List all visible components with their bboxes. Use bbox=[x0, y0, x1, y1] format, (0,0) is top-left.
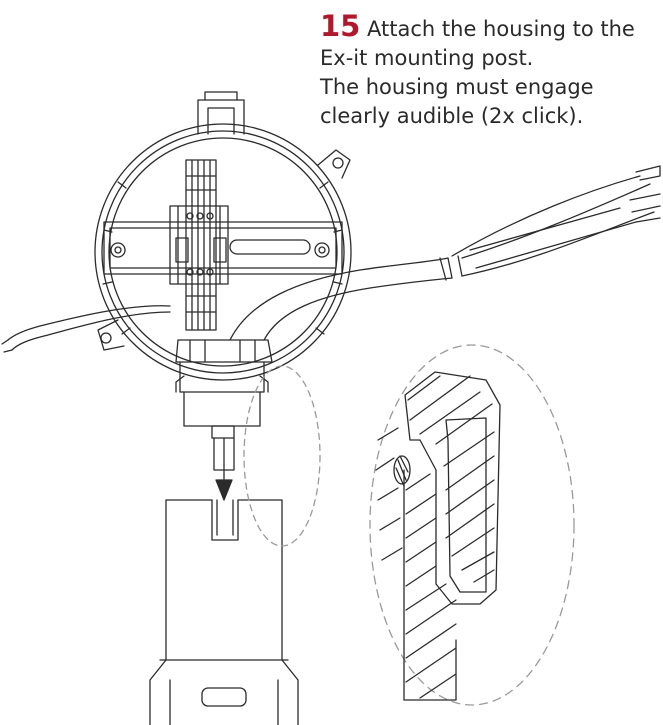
mounting-post bbox=[150, 500, 298, 725]
left-wires bbox=[2, 306, 170, 352]
sensor-cable bbox=[230, 166, 660, 340]
instruction-line-3: The housing must engage bbox=[320, 75, 594, 99]
step-text-1: Attach the housing to the bbox=[367, 17, 635, 41]
terminal-block bbox=[170, 160, 228, 330]
instruction-line-4: clearly audible (2x click). bbox=[320, 104, 584, 128]
detail-callout-small bbox=[244, 366, 320, 546]
instruction-line-1: 15 Attach the housing to the bbox=[320, 12, 660, 44]
down-arrow bbox=[214, 438, 234, 500]
detail-callout-large bbox=[370, 345, 574, 705]
enclosure-housing bbox=[95, 92, 351, 380]
step-instruction: 15 Attach the housing to the Ex-it mount… bbox=[320, 12, 660, 131]
instruction-line-2: Ex-it mounting post. bbox=[320, 46, 534, 70]
cable-gland bbox=[176, 340, 272, 438]
step-number: 15 bbox=[320, 9, 361, 43]
din-rail bbox=[104, 222, 342, 274]
